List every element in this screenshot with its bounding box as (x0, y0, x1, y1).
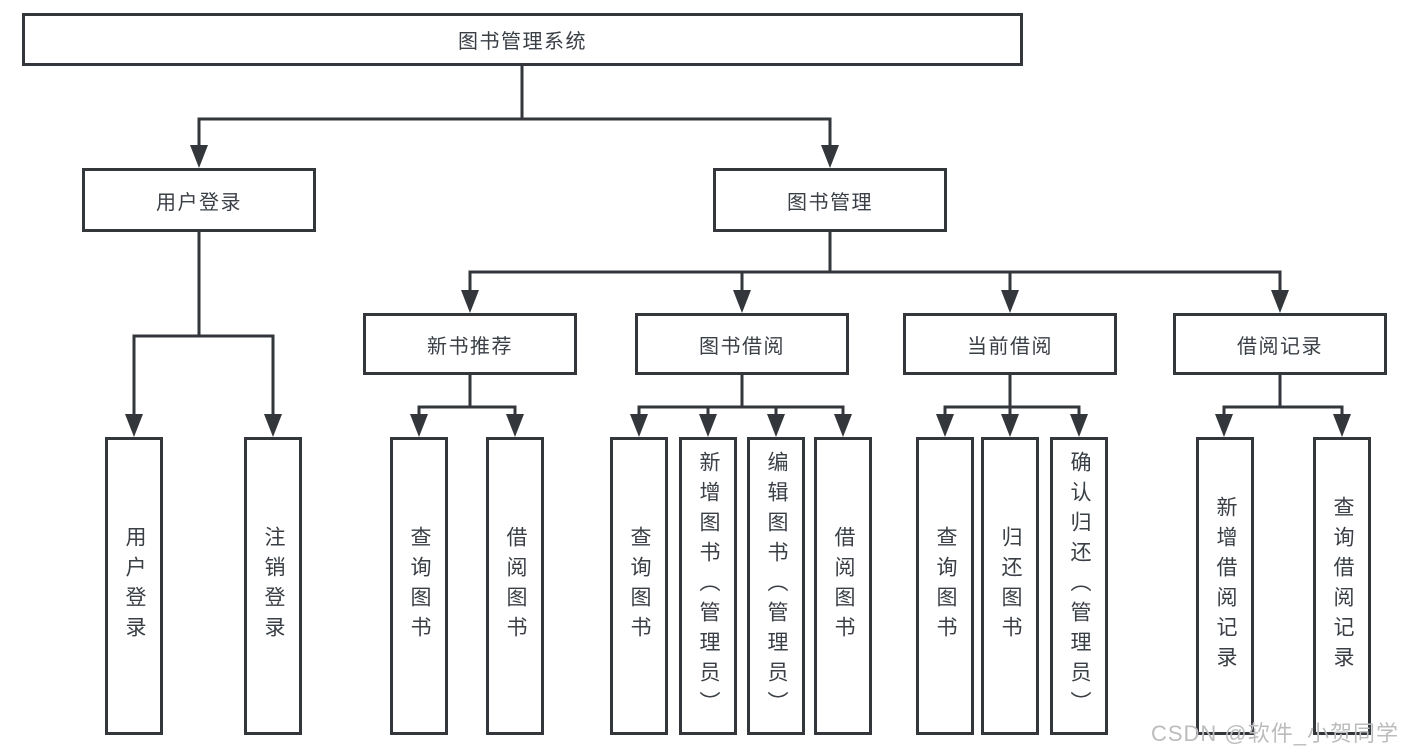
watermark-text: CSDN @软件_小贺同学 (1150, 721, 1399, 746)
arrowhead (410, 414, 428, 437)
arrowhead (767, 414, 785, 437)
arrowhead (1333, 414, 1351, 437)
node-library-management-system: 图书管理系统 (22, 13, 1023, 66)
leaf-edit-book-admin: 编辑图书（管理员） (747, 437, 805, 735)
arrowhead (1070, 414, 1088, 437)
leaf-confirm-return-admin: 确认归还（管理员） (1050, 437, 1108, 735)
node-book-management: 图书管理 (713, 168, 947, 232)
leaf-add-book-admin: 新增图书（管理员） (679, 437, 737, 735)
leaf-add-borrow-record: 新增借阅记录 (1196, 437, 1254, 735)
node-user-login: 用户登录 (82, 168, 316, 232)
leaf-return-book: 归还图书 (981, 437, 1039, 735)
arrowhead (1271, 290, 1289, 313)
arrowhead (190, 145, 208, 168)
leaf-query-books-borrowing: 查询图书 (610, 437, 668, 735)
arrowhead (264, 414, 282, 437)
connector-root (197, 64, 832, 152)
arrowhead (1215, 414, 1233, 437)
arrowhead (821, 145, 839, 168)
leaf-borrow-books-borrowing: 借阅图书 (814, 437, 872, 735)
leaf-query-books-recommend: 查询图书 (390, 437, 448, 735)
leaf-borrow-books-recommend: 借阅图书 (486, 437, 544, 735)
connector-user-login (132, 230, 275, 421)
arrowhead (125, 414, 143, 437)
leaf-query-books-current: 查询图书 (916, 437, 974, 735)
arrowhead (834, 414, 852, 437)
arrowhead (630, 414, 648, 437)
arrowhead (699, 414, 717, 437)
node-current-borrowing: 当前借阅 (903, 313, 1117, 375)
connector-book-borrowing (637, 373, 845, 421)
arrowhead (461, 290, 479, 313)
leaf-logout: 注销登录 (244, 437, 302, 735)
arrowhead (936, 414, 954, 437)
leaf-query-borrow-record: 查询借阅记录 (1313, 437, 1371, 735)
arrowheads (125, 145, 1351, 437)
connector-borrowing-records (1222, 373, 1344, 421)
arrowhead (506, 414, 524, 437)
node-book-borrowing: 图书借阅 (635, 313, 849, 375)
node-new-book-recommendation: 新书推荐 (363, 313, 577, 375)
leaf-user-login: 用户登录 (105, 437, 163, 735)
connector-current-borrowing (943, 373, 1081, 421)
arrowhead (1001, 414, 1019, 437)
connector-book-management (468, 230, 1282, 297)
node-borrowing-records: 借阅记录 (1173, 313, 1387, 375)
arrowhead (1001, 290, 1019, 313)
connector-new-book-recommendation (417, 373, 517, 421)
arrowhead (733, 290, 751, 313)
